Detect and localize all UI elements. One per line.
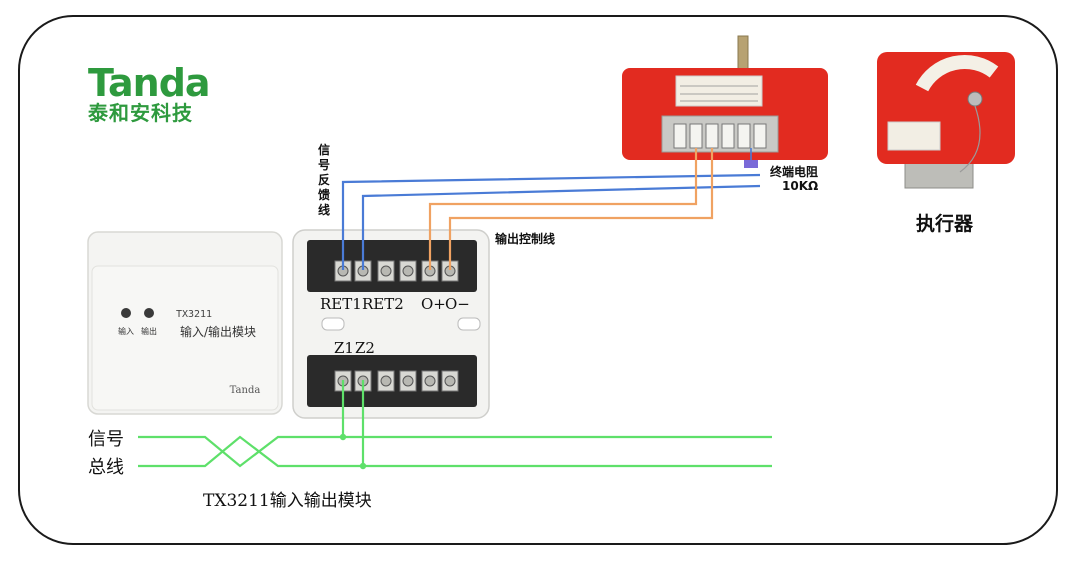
control-wire-plus [428,148,698,270]
signal-bus [138,380,772,468]
top-terminal-screw-head-4 [402,265,414,277]
module-caption: TX3211输入输出模块 [203,491,372,511]
end-resistor-label: 终端电阻 [770,165,819,179]
brand-subtitle: 泰和安科技 [88,101,193,125]
diagram-frame [18,15,1058,545]
output-led-icon [144,308,154,318]
resistor-value-label: 10KΩ [782,179,819,193]
junction-z2 [359,462,367,470]
signal-feedback-char-4: 馈 [317,188,330,202]
output-control-label: 输出控制线 [495,232,556,246]
module-name: 输入/输出模块 [180,324,256,339]
signal-feedback-char-1: 信 [317,143,330,157]
module-badge: Tanda [230,385,261,396]
terminal-out-minus: O− [445,295,470,313]
led-output-label: 输出 [141,326,157,336]
brand-name: Tanda [88,61,211,105]
junction-z1 [339,433,347,441]
bottom-terminal-screw-head-3 [380,375,392,387]
signal-feedback-char-2: 号 [317,158,330,172]
actuator-terminal-6 [753,123,767,149]
control-wires [428,148,714,270]
module-model: TX3211 [176,309,212,320]
terminal-ret2: RET2 [362,295,404,313]
actuator-terminal-5 [737,123,751,149]
terminal-out-plus: O+ [421,295,446,313]
signal-feedback-char-3: 反 [317,173,330,187]
end-resistor [744,148,758,168]
damper-actuator [622,35,828,160]
bus-line-upper [138,435,772,468]
input-led-icon [121,308,131,318]
bus-label-line-1: 信号 [88,429,124,450]
actuator-terminal-4 [721,123,735,149]
actuator-terminal-2 [689,123,703,149]
led-input-label: 输入 [118,326,134,336]
actuator-label: 执行器 [916,213,974,235]
signal-feedback-label: 信 号 反 馈 线 [316,143,332,218]
bus-line-lower [138,435,772,468]
bottom-terminal-screw-head-5 [424,375,436,387]
bottom-terminal-screw-head-6 [444,375,456,387]
brand-logo: Tanda 泰和安科技 [88,61,211,125]
terminal-z2: Z2 [355,339,375,357]
terminal-ret1: RET1 [320,295,362,313]
terminal-base [292,229,490,419]
bottom-terminal-screw-head-4 [402,375,414,387]
bus-label-line-2: 总线 [88,457,124,478]
signal-feedback-char-5: 线 [317,203,330,217]
actuator-device [877,52,1015,189]
module-cover: 输入 输出 TX3211 输入/输出模块 Tanda [87,231,283,415]
top-terminal-screw-head-3 [380,265,392,277]
actuator-terminal-3 [705,123,719,149]
control-wire-minus [448,148,714,270]
feedback-wire-ret2 [361,184,761,270]
feedback-wires [341,173,761,270]
terminal-z1: Z1 [334,339,354,357]
feedback-wire-ret1 [341,173,761,270]
actuator-terminal-1 [673,123,687,149]
